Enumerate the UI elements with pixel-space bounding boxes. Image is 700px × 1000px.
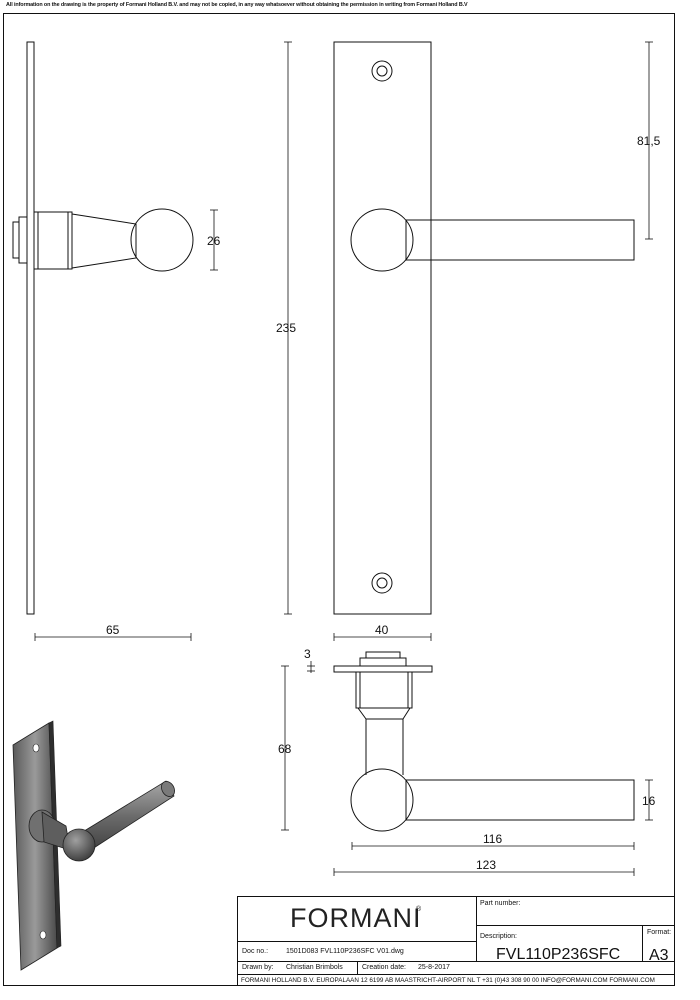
side-rose <box>33 211 73 270</box>
registered-mark: ® <box>416 906 422 913</box>
format-value: A3 <box>649 947 669 964</box>
front-lever-bar <box>406 219 635 261</box>
dim-plate-width: 40 <box>375 623 389 637</box>
top-spindle-collar <box>359 657 407 667</box>
part-code: FVL110P236SFC <box>496 946 621 963</box>
top-view <box>333 651 635 832</box>
front-view <box>333 41 635 615</box>
top-plate-edge <box>333 665 433 673</box>
company-footer: FORMANI HOLLAND B.V. EUROPALAAN 12 6199 … <box>241 977 655 984</box>
doc-no-label: Doc no.: <box>242 948 269 955</box>
dim-projection: 68 <box>278 742 292 756</box>
doc-no-value: 1501D083 FVL110P236SFC V01.dwg <box>286 948 404 955</box>
description-label: Description: <box>480 933 517 940</box>
format-label: Format: <box>647 929 672 936</box>
dim-side-depth: 65 <box>106 623 120 637</box>
iso-screw-hole-top <box>32 743 40 753</box>
spindle-end <box>12 221 20 259</box>
side-knob <box>130 208 194 272</box>
creation-date-value: 25-8-2017 <box>418 964 450 971</box>
top-rose <box>355 671 413 709</box>
dim-rose-thickness: 3 <box>304 647 311 661</box>
top-neck <box>357 707 411 775</box>
screw-hole-top-outer <box>371 60 393 82</box>
title-block: FORMANI ® Part number: Description: FVL1… <box>237 896 675 986</box>
dim-knob-diameter: 26 <box>207 234 221 248</box>
isometric-render <box>12 720 175 971</box>
iso-knob <box>62 828 96 862</box>
dim-plate-length: 235 <box>276 321 296 335</box>
iso-screw-hole-bottom <box>39 930 47 940</box>
dim-overall-length: 123 <box>476 858 496 872</box>
part-number-label: Part number: <box>480 900 521 907</box>
side-neck <box>71 213 137 269</box>
top-spindle <box>365 651 401 659</box>
dimension-lines <box>34 41 653 876</box>
dim-lever-length: 116 <box>483 832 502 846</box>
front-knob <box>350 208 414 272</box>
screw-hole-top-inner <box>376 65 388 77</box>
copyright-disclaimer: All information on the drawing is the pr… <box>6 2 468 8</box>
creation-date-label: Creation date: <box>362 964 406 971</box>
dim-rose-offset: 81,5 <box>637 134 661 148</box>
spindle-collar <box>18 216 28 264</box>
side-plate <box>26 41 35 615</box>
brand-logo: FORMANI <box>290 903 422 933</box>
top-knob <box>350 768 414 832</box>
top-lever-bar <box>406 779 635 821</box>
screw-hole-bottom-inner <box>376 577 388 589</box>
drawn-by-label: Drawn by: <box>242 964 274 971</box>
front-plate <box>333 41 432 615</box>
dim-bar-thickness: 16 <box>642 794 656 808</box>
screw-hole-bottom-outer <box>371 572 393 594</box>
side-view <box>12 41 194 615</box>
drawn-by-value: Christian Brimbols <box>286 964 343 971</box>
